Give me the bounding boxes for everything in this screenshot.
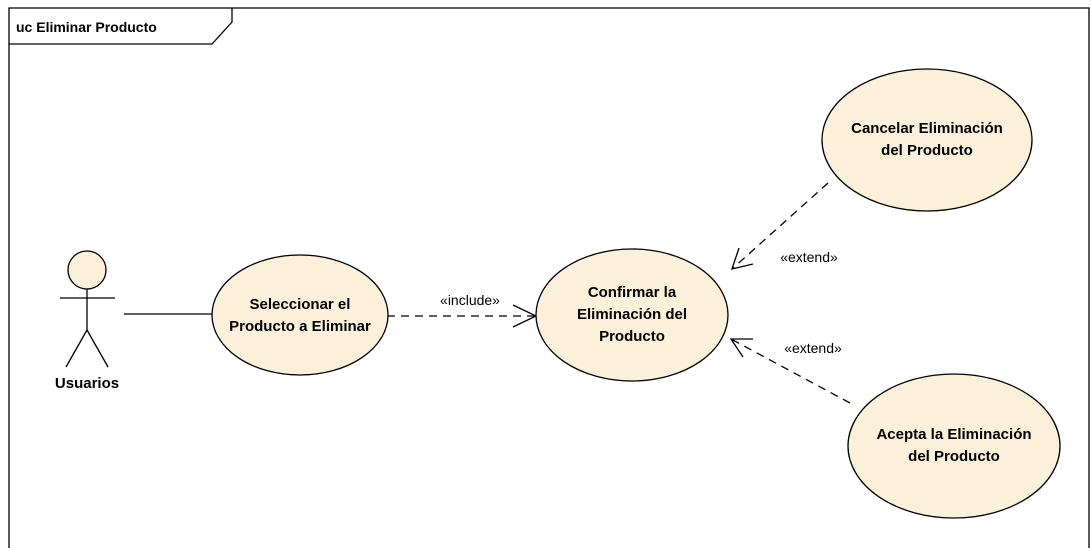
use-case-cancelar-shape — [821, 68, 1033, 212]
extend-cancel-label: «extend» — [780, 249, 838, 265]
use-case-confirmar-shape — [535, 248, 729, 382]
use-case-confirmar[interactable]: Confirmar la Eliminación del Producto — [535, 248, 729, 382]
actor-label: Usuarios — [55, 375, 119, 392]
actor-left-leg — [65, 329, 88, 368]
frame-title: uc Eliminar Producto — [16, 19, 157, 35]
actor-right-leg — [86, 329, 109, 368]
actor-head — [67, 250, 107, 290]
use-case-confirmar-line2: Eliminación del — [577, 306, 687, 323]
extend-relation-cancelar: «extend» — [731, 182, 838, 270]
use-case-acepta-line1: Acepta la Eliminación — [876, 426, 1031, 443]
use-case-seleccionar[interactable]: Seleccionar el Producto a Eliminar — [211, 254, 389, 376]
use-case-cancelar[interactable]: Cancelar Eliminación del Producto — [821, 68, 1033, 212]
use-case-seleccionar-line2: Producto a Eliminar — [229, 318, 371, 335]
extend-cancel-line — [731, 182, 829, 270]
use-case-cancelar-line1: Cancelar Eliminación — [851, 120, 1003, 137]
include-relation: «include» — [373, 292, 538, 328]
use-case-acepta-line2: del Producto — [908, 448, 1000, 465]
extend-acepta-line — [730, 338, 851, 404]
diagram-frame: uc Eliminar Producto — [8, 7, 1090, 548]
use-case-cancelar-line2: del Producto — [881, 142, 973, 159]
use-case-acepta-shape — [847, 373, 1061, 519]
extend-relation-acepta: «extend» — [729, 338, 851, 404]
include-label: «include» — [440, 292, 500, 308]
use-case-confirmar-line1: Confirmar la — [588, 284, 677, 301]
frame-title-tab — [9, 8, 233, 45]
extend-cancel-arrowhead — [731, 247, 754, 270]
frame-border — [8, 7, 1090, 548]
use-case-acepta[interactable]: Acepta la Eliminación del Producto — [847, 373, 1061, 519]
extend-acepta-label: «extend» — [784, 340, 842, 356]
use-case-seleccionar-line1: Seleccionar el — [250, 296, 351, 313]
extend-acepta-arrowhead — [729, 338, 753, 358]
use-case-confirmar-line3: Producto — [599, 328, 665, 345]
actor-usuarios[interactable]: Usuarios — [55, 250, 119, 392]
use-case-seleccionar-shape — [211, 254, 389, 376]
